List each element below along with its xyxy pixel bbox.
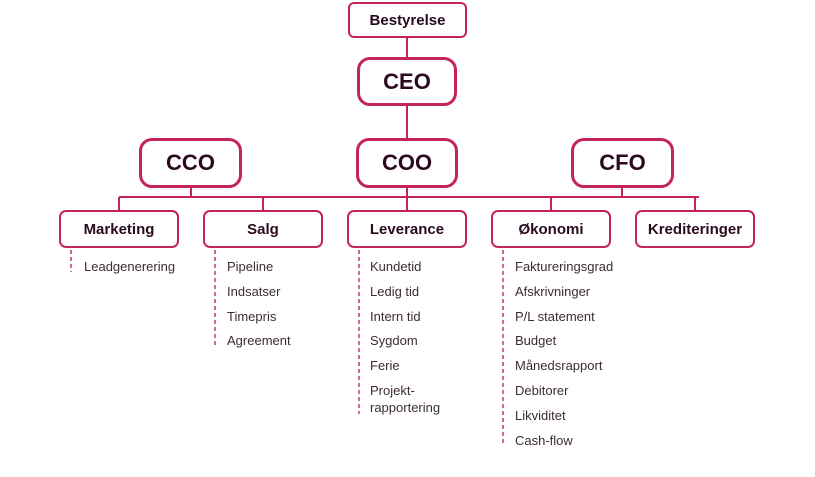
- board-box: Bestyrelse: [348, 2, 467, 38]
- list-item: Debitorer: [515, 382, 569, 398]
- ceo-label: CEO: [383, 68, 431, 94]
- list-item: Pipeline: [227, 259, 274, 274]
- list-item: Afskrivninger: [515, 283, 591, 299]
- dept-salg-label: Salg: [247, 220, 279, 238]
- dept-leverance-box: Leverance: [347, 210, 467, 248]
- dept-krediteringer-label: Krediteringer: [647, 220, 743, 238]
- cco-label: CCO: [166, 150, 215, 175]
- leverance-items: Kundetid Ledig tid Intern tid Sygdom Fer…: [370, 258, 440, 424]
- dept-okonomi-label: Økonomi: [518, 220, 584, 238]
- cfo-label: CFO: [599, 150, 646, 175]
- list-item: Budget: [515, 333, 557, 349]
- list-item: Intern tid: [370, 308, 421, 324]
- list-item: Projekt- rapportering: [370, 382, 441, 415]
- salg-items: Pipeline Indsatser Timepris Agreement: [227, 258, 291, 357]
- list-item: Sygdom: [370, 333, 418, 349]
- list-item: Indsatser: [227, 283, 281, 299]
- dept-salg-box: Salg: [203, 210, 323, 248]
- coo-label: COO: [381, 150, 433, 175]
- list-item: Ferie: [370, 358, 400, 374]
- coo-box: COO: [356, 138, 458, 188]
- dept-marketing-label: Marketing: [83, 220, 155, 238]
- list-item: Cash-flow: [515, 432, 573, 448]
- dept-marketing-box: Marketing: [59, 210, 179, 248]
- list-item: Kundetid: [370, 259, 422, 274]
- dept-krediteringer-box: Krediteringer: [635, 210, 755, 248]
- list-item: Likviditet: [515, 407, 566, 423]
- list-item: Faktureringsgrad: [515, 259, 614, 274]
- list-item: Agreement: [227, 333, 291, 349]
- board-label: Bestyrelse: [369, 11, 446, 29]
- list-item: Månedsrapport: [515, 358, 603, 374]
- cco-box: CCO: [139, 138, 242, 188]
- list-item: P/L statement: [515, 308, 595, 324]
- dept-leverance-label: Leverance: [369, 220, 445, 238]
- okonomi-items: Faktureringsgrad Afskrivninger P/L state…: [515, 258, 613, 456]
- list-item: Timepris: [227, 308, 277, 324]
- marketing-items: Leadgenerering: [84, 258, 175, 283]
- ceo-box: CEO: [357, 57, 457, 106]
- dept-okonomi-box: Økonomi: [491, 210, 611, 248]
- cfo-box: CFO: [571, 138, 674, 188]
- list-item: Ledig tid: [370, 283, 420, 299]
- list-item: Leadgenerering: [84, 259, 176, 274]
